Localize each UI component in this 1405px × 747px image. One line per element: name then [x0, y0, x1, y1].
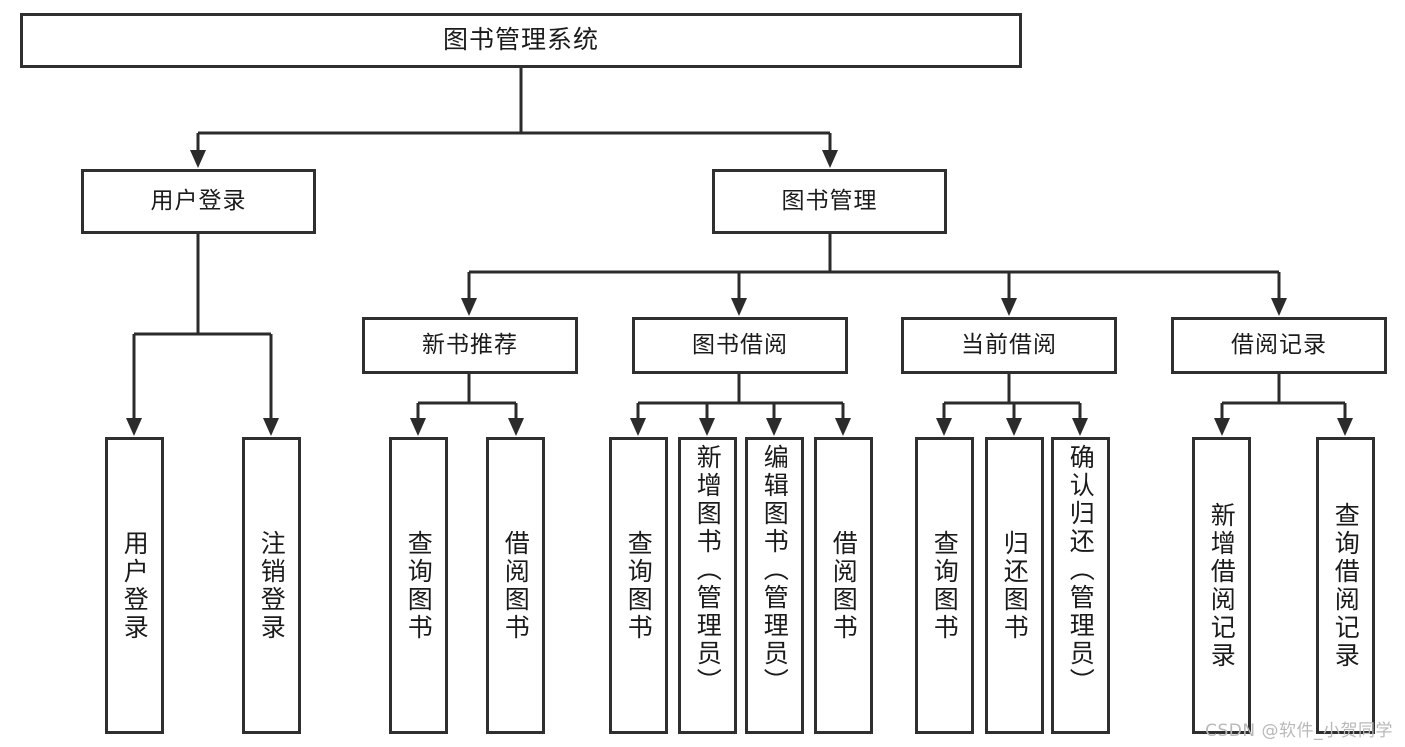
node-label: 新书推荐 — [422, 332, 518, 359]
leaf-query-book-recommend[interactable]: 查询图书 — [389, 437, 448, 734]
node-book-borrow[interactable]: 图书借阅 — [632, 317, 848, 374]
node-label: 新增借阅记录 — [1207, 501, 1237, 670]
leaf-user-login[interactable]: 用户登录 — [105, 437, 164, 734]
node-label: 用户登录 — [120, 529, 150, 642]
leaf-query-borrow-record[interactable]: 查询借阅记录 — [1316, 437, 1375, 734]
node-label: 查询图书 — [404, 529, 434, 642]
leaf-query-book-borrow[interactable]: 查询图书 — [609, 437, 668, 734]
node-label: 借阅图书 — [501, 529, 531, 642]
leaf-query-book-current[interactable]: 查询图书 — [915, 437, 974, 734]
leaf-add-borrow-record[interactable]: 新增借阅记录 — [1192, 437, 1251, 734]
node-label: 查询图书 — [930, 529, 960, 642]
leaf-confirm-return-admin[interactable]: 确认归还（管理员） — [1051, 437, 1110, 734]
node-borrow-record[interactable]: 借阅记录 — [1171, 317, 1387, 374]
leaf-borrow-book-borrow[interactable]: 借阅图书 — [814, 437, 873, 734]
node-label: 查询借阅记录 — [1331, 501, 1361, 670]
node-label: 用户登录 — [150, 188, 247, 215]
node-label: 借阅记录 — [1231, 332, 1327, 359]
leaf-return-book[interactable]: 归还图书 — [985, 437, 1044, 734]
node-label: 编辑图书（管理员） — [760, 444, 790, 696]
node-label: 图书借阅 — [692, 332, 788, 359]
node-book-manage[interactable]: 图书管理 — [712, 169, 947, 234]
node-label: 当前借阅 — [961, 332, 1057, 359]
node-user-login[interactable]: 用户登录 — [81, 169, 316, 234]
node-label: 新增图书（管理员） — [693, 444, 723, 696]
node-label: 注销登录 — [257, 529, 287, 642]
node-label: 图书管理系统 — [442, 25, 599, 55]
node-label: 归还图书 — [1000, 529, 1030, 642]
node-label: 确认归还（管理员） — [1066, 444, 1096, 696]
node-new-book-recommend[interactable]: 新书推荐 — [362, 317, 578, 374]
node-root-system[interactable]: 图书管理系统 — [20, 13, 1022, 68]
node-current-borrow[interactable]: 当前借阅 — [901, 317, 1117, 374]
csdn-watermark: CSDN @软件_小贺同学 — [1205, 721, 1393, 741]
leaf-borrow-book-recommend[interactable]: 借阅图书 — [486, 437, 545, 734]
leaf-user-logout[interactable]: 注销登录 — [242, 437, 301, 734]
node-label: 图书管理 — [781, 188, 878, 215]
node-label: 借阅图书 — [829, 529, 859, 642]
leaf-edit-book-admin[interactable]: 编辑图书（管理员） — [745, 437, 804, 734]
leaf-add-book-admin[interactable]: 新增图书（管理员） — [678, 437, 737, 734]
node-label: 查询图书 — [624, 529, 654, 642]
